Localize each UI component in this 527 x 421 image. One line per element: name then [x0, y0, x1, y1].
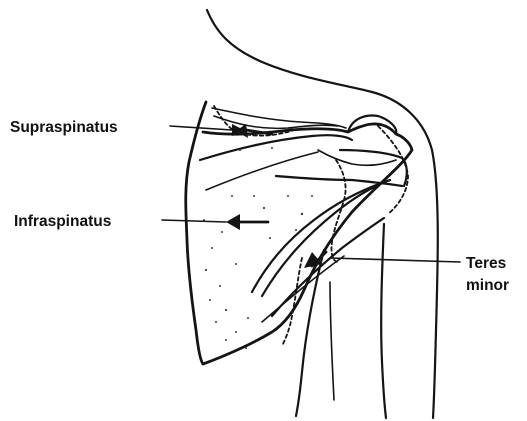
stipple-dot	[209, 299, 211, 301]
stipple-dot	[311, 195, 313, 197]
stipple-dot	[269, 237, 271, 239]
stipple-dot	[225, 339, 227, 341]
label-supraspinatus: Supraspinatus	[10, 119, 118, 136]
stipple-dot	[247, 317, 249, 319]
humerus-inner-line	[330, 282, 334, 400]
teres-minor-leader-line	[330, 258, 460, 262]
stipple-dot	[301, 213, 303, 215]
stipple-dot	[253, 195, 255, 197]
supraspinatus-thick-arrowhead	[236, 124, 248, 138]
label-minor: minor	[466, 277, 509, 294]
stipple-dot	[235, 331, 237, 333]
humerus	[296, 224, 386, 418]
stipple-dot	[215, 321, 217, 323]
stipple-dot	[219, 285, 221, 287]
infraspinatus-fiber-1	[206, 152, 318, 190]
teres-minor-upper	[252, 180, 390, 292]
stipple-dot	[235, 263, 237, 265]
stipple-dot	[231, 195, 233, 197]
supraspinatus-leader-line	[170, 126, 232, 130]
stipple-dot	[205, 269, 207, 271]
label-teres: Teres	[466, 255, 506, 272]
stipple-dot	[271, 147, 273, 149]
stipple-dot	[245, 347, 247, 349]
stipple-dot	[295, 229, 297, 231]
stipple-dot	[211, 247, 213, 249]
stipple-dot	[221, 231, 223, 233]
stipple-dot	[263, 207, 265, 209]
stipple-dot	[239, 149, 241, 151]
humerus-shaft-right	[381, 224, 386, 418]
infraspinatus-fiber-2	[262, 180, 390, 296]
infraspinatus-arrowhead	[226, 214, 240, 230]
infraspinatus-leader-line	[162, 220, 226, 222]
stipple-dot	[225, 309, 227, 311]
stipple-dot	[287, 195, 289, 197]
label-infraspinatus: Infraspinatus	[14, 213, 111, 230]
